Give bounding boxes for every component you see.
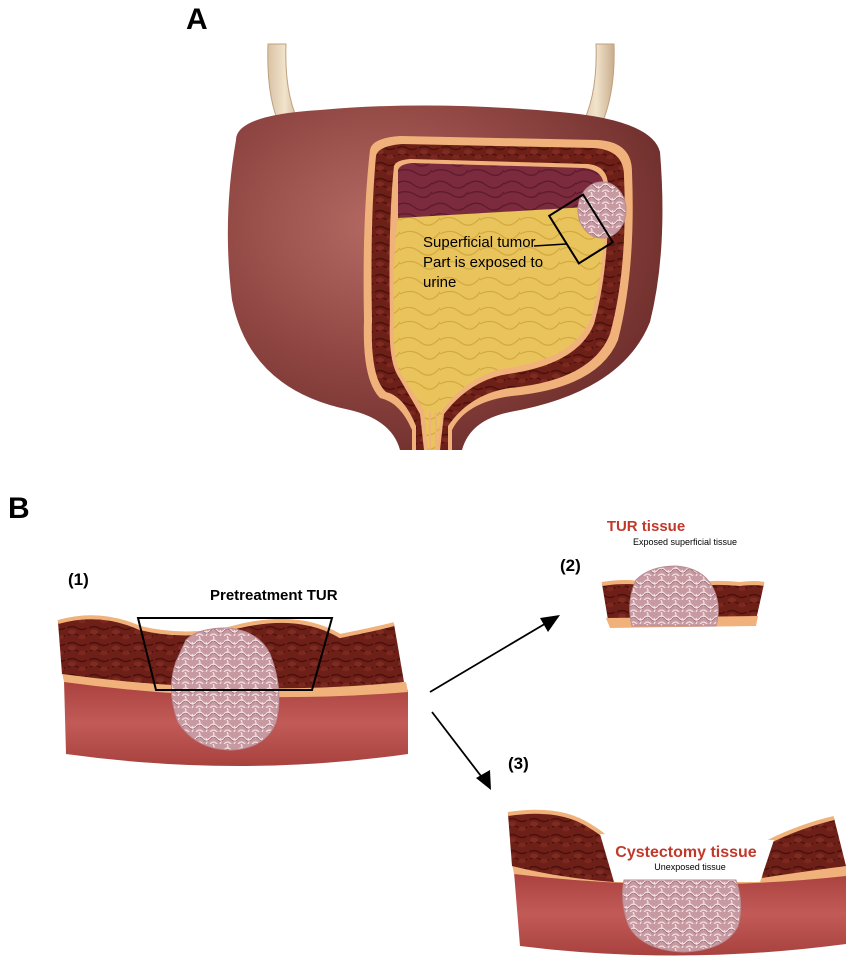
tur-tissue-title: TUR tissue [607, 518, 685, 535]
callout-line-2: Part is exposed to [423, 254, 543, 271]
arrow-to-step-2 [430, 615, 560, 692]
panel-a-letter: A [186, 3, 208, 36]
bladder-tumor [578, 182, 626, 238]
arrow-to-step-3 [432, 712, 491, 790]
tur-tissue-section [602, 566, 764, 628]
step-3-label: (3) [508, 754, 529, 773]
step-2-label: (2) [560, 556, 581, 575]
step-1-label: (1) [68, 570, 89, 589]
tur-tumor [630, 566, 719, 626]
cystectomy-tissue-title: Cystectomy tissue [615, 844, 756, 861]
tur-tissue-subtitle: Exposed superficial tissue [633, 537, 737, 547]
cystectomy-tissue-subtitle: Unexposed tissue [654, 862, 726, 872]
pretreatment-tur-label: Pretreatment TUR [210, 587, 338, 604]
bladder-illustration: Superficial tumor Part is exposed to uri… [228, 44, 663, 450]
callout-line-3: urine [423, 274, 456, 291]
cystectomy-tissue-section [508, 812, 846, 956]
tissue-section-1 [58, 617, 408, 766]
panel-b-letter: B [8, 492, 30, 525]
callout-line-1: Superficial tumor [423, 234, 536, 251]
